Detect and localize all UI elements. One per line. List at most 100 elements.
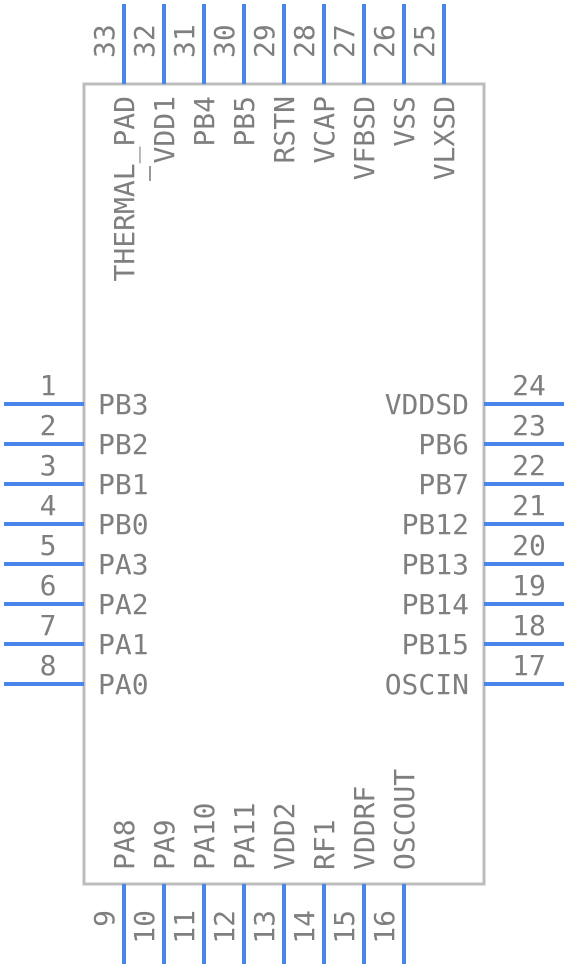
pin-number: 7 [40, 609, 57, 642]
pin-number: 4 [40, 489, 57, 522]
pin-number: 17 [512, 649, 546, 682]
pin-label: PA1 [98, 628, 149, 661]
pin-label: PB12 [402, 508, 469, 541]
pin-number: 23 [512, 409, 546, 442]
pin-number: 10 [128, 910, 161, 944]
top-pin-group: 25VLXSD26VSS27VFBSD28VCAP29RSTN30PB531PB… [88, 4, 461, 281]
pin-label: OSCIN [385, 668, 469, 701]
pin-label: PB2 [98, 428, 149, 461]
pin-number: 6 [40, 569, 57, 602]
pin-label: VSS [388, 96, 421, 147]
pin-label: VDDSD [385, 388, 469, 421]
pin-label: PA0 [98, 668, 149, 701]
pin-number: 16 [368, 910, 401, 944]
pin-10: 10 PA9 [128, 819, 181, 964]
pin-label: PB0 [98, 508, 149, 541]
pin-label: VCAP [308, 96, 341, 163]
pin-label: PA8 [108, 819, 141, 870]
pin-number: 13 [248, 910, 281, 944]
pin-number: 11 [168, 910, 201, 944]
pin-label: PB5 [228, 96, 261, 147]
pin-label: PA10 [188, 803, 221, 870]
pin-number: 29 [248, 24, 281, 58]
pin-number: 20 [512, 529, 546, 562]
pin-number: 26 [368, 24, 401, 58]
pin-number: 3 [40, 449, 57, 482]
pin-number: 33 [88, 24, 121, 58]
pin-label: VDD2 [268, 803, 301, 870]
pin-label: PA3 [98, 548, 149, 581]
pin-number: 28 [288, 24, 321, 58]
pin-number: 31 [168, 24, 201, 58]
pin-number: 25 [408, 24, 441, 58]
pin-number: 12 [208, 910, 241, 944]
pin-label: VFBSD [348, 96, 381, 180]
pin-label: PB1 [98, 468, 149, 501]
pin-11: 11 PA10 [168, 803, 221, 964]
pin-number: 19 [512, 569, 546, 602]
pin-number: 5 [40, 529, 57, 562]
right-pin-group: 17OSCIN18PB1519PB1420PB1321PB1222PB723PB… [385, 369, 564, 701]
bottom-pin-group: 9PA810PA911PA1012PA1113VDD214RF115VDDRF1… [88, 769, 421, 964]
pin-label: VDDRF [348, 786, 381, 870]
pin-label: PA11 [228, 803, 261, 870]
pin-number: 9 [88, 910, 121, 927]
pin-number: 2 [40, 409, 57, 442]
pin-12: 12 PA11 [208, 803, 261, 964]
pin-number: 15 [328, 910, 361, 944]
pin-number: 24 [512, 369, 546, 402]
pin-number: 32 [128, 24, 161, 58]
pin-number: 27 [328, 24, 361, 58]
pin-label: THERMAL_PAD [108, 96, 142, 281]
pin-label: PB13 [402, 548, 469, 581]
pin-number: 21 [512, 489, 546, 522]
pin-number: 22 [512, 449, 546, 482]
pin-label: PA9 [148, 819, 181, 870]
pin-number: 1 [40, 369, 57, 402]
pin-16: 16 OSCOUT [368, 769, 421, 964]
pin-number: 18 [512, 609, 546, 642]
pin-13: 13 VDD2 [248, 803, 301, 964]
pin-number: 30 [208, 24, 241, 58]
pin-label: VLXSD [428, 96, 461, 180]
pin-label: PB7 [418, 468, 469, 501]
pin-label: PB3 [98, 388, 149, 421]
pin-label: OSCOUT [388, 769, 421, 870]
pin-label: PB14 [402, 588, 469, 621]
pin-label: PB6 [418, 428, 469, 461]
pin-9: 9 PA8 [88, 819, 141, 964]
pin-label: PB4 [188, 96, 221, 147]
pin-label: VDD1 [148, 96, 181, 163]
pin-label: PB15 [402, 628, 469, 661]
pin-number: 8 [40, 649, 57, 682]
pin-label: RF1 [308, 819, 341, 870]
